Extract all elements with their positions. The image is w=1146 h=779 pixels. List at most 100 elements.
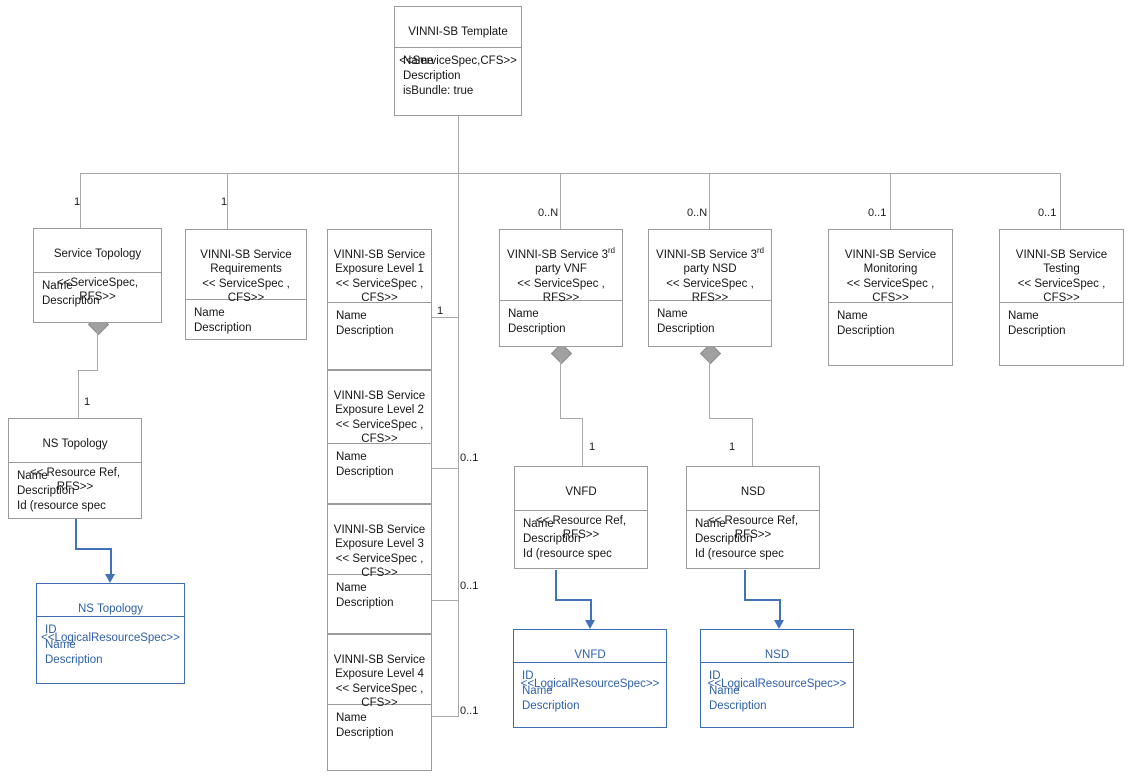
arrow-nsd-seg2 bbox=[744, 599, 780, 601]
class-attributes: Name Description bbox=[336, 310, 394, 337]
connector-stub-exposure-3 bbox=[432, 600, 459, 601]
class-header: VINNI-SB Service 3rd party NSD << Servic… bbox=[649, 230, 771, 304]
class-stereotype: << Resource Ref, RFS>> bbox=[535, 514, 627, 541]
class-box-nsd-rfs[interactable]: NSD << Resource Ref, RFS>> Name Descript… bbox=[686, 466, 820, 569]
class-box-exposure-level-3[interactable]: VINNI-SB Service Exposure Level 3 << Ser… bbox=[327, 504, 432, 634]
class-title: NSD bbox=[764, 649, 790, 662]
class-title: NS Topology bbox=[78, 603, 143, 616]
class-stereotype: << Resource Ref, RFS>> bbox=[29, 466, 121, 493]
class-stereotype: <<LogicalResourceSpec>> bbox=[520, 677, 660, 690]
class-title: VINNI-SB Service Exposure Level 1 bbox=[333, 249, 426, 276]
class-stereotype: << ServiceSpec , RFS>> bbox=[666, 277, 754, 304]
class-box-service-requirements[interactable]: VINNI-SB Service Requirements << Service… bbox=[185, 229, 307, 340]
multiplicity-third-party-vnf: 0..N bbox=[538, 207, 559, 219]
class-attributes: Name Description bbox=[336, 451, 394, 478]
class-stereotype: << ServiceSpec , CFS>> bbox=[846, 277, 935, 304]
class-box-vinni-sb-template[interactable]: VINNI-SB Template <<ServiceSpec,CFS>> Na… bbox=[394, 6, 522, 116]
connector-stub-exposure-1 bbox=[432, 317, 459, 318]
connector-nsd-down bbox=[709, 359, 710, 419]
class-header: NS Topology << Resource Ref, RFS>> bbox=[9, 419, 141, 493]
arrow-ns-topology-seg3 bbox=[110, 548, 112, 576]
ordinal-suffix: rd bbox=[608, 246, 615, 256]
class-box-service-topology[interactable]: Service Topology <<ServiceSpec, RFS>> Na… bbox=[33, 228, 162, 323]
connector-drop-service-topology bbox=[80, 173, 81, 229]
class-title: VINNI-SB Service Requirements bbox=[200, 249, 292, 276]
class-title: VINNI-SB Service Exposure Level 3 bbox=[333, 524, 426, 551]
class-attributes: Name Description Id (resource spec bbox=[695, 518, 784, 560]
class-header: VINNI-SB Template <<ServiceSpec,CFS>> bbox=[395, 7, 521, 67]
multiplicity-service-topology: 1 bbox=[74, 196, 81, 208]
class-title: VNFD bbox=[574, 649, 606, 662]
class-header: VINNI-SB Service Monitoring << ServiceSp… bbox=[829, 230, 952, 304]
connector-nsd-rfs-up bbox=[752, 418, 753, 466]
multiplicity-exposure-2: 0..1 bbox=[460, 452, 479, 464]
arrow-ns-topology-seg1 bbox=[75, 519, 77, 549]
class-stereotype: << ServiceSpec , CFS>> bbox=[1017, 277, 1106, 304]
class-title-pre: VINNI-SB Service 3 bbox=[507, 249, 609, 262]
class-box-service-monitoring[interactable]: VINNI-SB Service Monitoring << ServiceSp… bbox=[828, 229, 953, 366]
connector-drop-service-requirements bbox=[227, 173, 228, 229]
class-header: VINNI-SB Service Exposure Level 1 << Ser… bbox=[328, 230, 431, 304]
class-header: NSD << Resource Ref, RFS>> bbox=[687, 467, 819, 541]
multiplicity-service-requirements: 1 bbox=[221, 196, 228, 208]
class-stereotype: << ServiceSpec , CFS>> bbox=[335, 277, 424, 304]
class-attributes: ID Name Description bbox=[522, 670, 580, 712]
class-title-pre: VINNI-SB Service 3 bbox=[656, 249, 758, 262]
class-attributes: Name Description bbox=[837, 310, 895, 337]
class-box-ns-topology-rfs[interactable]: NS Topology << Resource Ref, RFS>> Name … bbox=[8, 418, 142, 519]
class-header: VNFD <<LogicalResourceSpec>> bbox=[514, 630, 666, 690]
connector-vnfd-up bbox=[582, 418, 583, 466]
class-box-exposure-level-1[interactable]: VINNI-SB Service Exposure Level 1 << Ser… bbox=[327, 229, 432, 370]
connector-drop-service-testing bbox=[1060, 173, 1061, 229]
class-header: NS Topology <<LogicalResourceSpec>> bbox=[37, 584, 184, 644]
connector-drop-service-monitoring bbox=[890, 173, 891, 229]
class-box-nsd-logical[interactable]: NSD <<LogicalResourceSpec>> ID Name Desc… bbox=[700, 629, 854, 728]
ordinal-suffix: rd bbox=[757, 246, 764, 256]
class-stereotype: << ServiceSpec , CFS>> bbox=[202, 277, 290, 304]
multiplicity-third-party-nsd: 0..N bbox=[687, 207, 708, 219]
multiplicity-service-testing: 0..1 bbox=[1038, 207, 1057, 219]
arrowhead-nsd bbox=[774, 620, 784, 629]
class-box-vnfd-rfs[interactable]: VNFD << Resource Ref, RFS>> Name Descrip… bbox=[514, 466, 648, 569]
multiplicity-exposure-1: 1 bbox=[437, 305, 444, 317]
class-header: Service Topology <<ServiceSpec, RFS>> bbox=[34, 229, 161, 303]
class-stereotype: << ServiceSpec , CFS>> bbox=[335, 552, 424, 579]
class-header: VINNI-SB Service Requirements << Service… bbox=[186, 230, 306, 304]
class-box-exposure-level-4[interactable]: VINNI-SB Service Exposure Level 4 << Ser… bbox=[327, 634, 432, 771]
arrow-nsd-seg1 bbox=[744, 570, 746, 600]
class-box-exposure-level-2[interactable]: VINNI-SB Service Exposure Level 2 << Ser… bbox=[327, 370, 432, 504]
arrow-vnfd-seg1 bbox=[555, 570, 557, 600]
class-box-third-party-vnf[interactable]: VINNI-SB Service 3rd party VNF << Servic… bbox=[499, 229, 623, 347]
class-attributes: Name Description isBundle: true bbox=[403, 55, 474, 97]
class-title-post: party NSD bbox=[683, 263, 737, 276]
multiplicity-vnfd: 1 bbox=[589, 441, 596, 453]
class-box-third-party-nsd[interactable]: VINNI-SB Service 3rd party NSD << Servic… bbox=[648, 229, 772, 347]
multiplicity-ns-topology: 1 bbox=[84, 396, 91, 408]
arrow-vnfd-seg2 bbox=[555, 599, 591, 601]
class-title: NS Topology bbox=[42, 438, 108, 451]
connector-main-bus bbox=[80, 173, 1061, 174]
class-header: VINNI-SB Service Exposure Level 4 << Ser… bbox=[328, 635, 431, 709]
connector-service-topology-jog bbox=[78, 370, 98, 371]
class-title: VINNI-SB Service Exposure Level 2 bbox=[333, 390, 426, 417]
class-box-vnfd-logical[interactable]: VNFD <<LogicalResourceSpec>> ID Name Des… bbox=[513, 629, 667, 728]
class-attributes: Name Description bbox=[194, 307, 252, 334]
class-attributes: Name Description bbox=[336, 582, 394, 609]
class-title-post: party VNF bbox=[535, 263, 587, 276]
class-box-service-testing[interactable]: VINNI-SB Service Testing << ServiceSpec … bbox=[999, 229, 1124, 366]
class-title: VINNI-SB Service Exposure Level 4 bbox=[333, 654, 426, 681]
class-header: NSD <<LogicalResourceSpec>> bbox=[701, 630, 853, 690]
class-attributes: Name Description bbox=[1008, 310, 1066, 337]
connector-ns-topology-up bbox=[78, 370, 79, 418]
connector-drop-exposure-column bbox=[458, 173, 459, 717]
class-attributes: Name Description Id (resource spec bbox=[523, 518, 612, 560]
class-header: VINNI-SB Service 3rd party VNF << Servic… bbox=[500, 230, 622, 304]
class-header: VINNI-SB Service Testing << ServiceSpec … bbox=[1000, 230, 1123, 304]
multiplicity-exposure-4: 0..1 bbox=[460, 705, 479, 717]
multiplicity-nsd: 1 bbox=[729, 441, 736, 453]
multiplicity-exposure-3: 0..1 bbox=[460, 580, 479, 592]
class-box-ns-topology-logical[interactable]: NS Topology <<LogicalResourceSpec>> ID N… bbox=[36, 583, 185, 684]
class-stereotype: <<LogicalResourceSpec>> bbox=[41, 631, 180, 644]
class-attributes: Name Description bbox=[508, 308, 566, 335]
arrowhead-vnfd bbox=[585, 620, 595, 629]
